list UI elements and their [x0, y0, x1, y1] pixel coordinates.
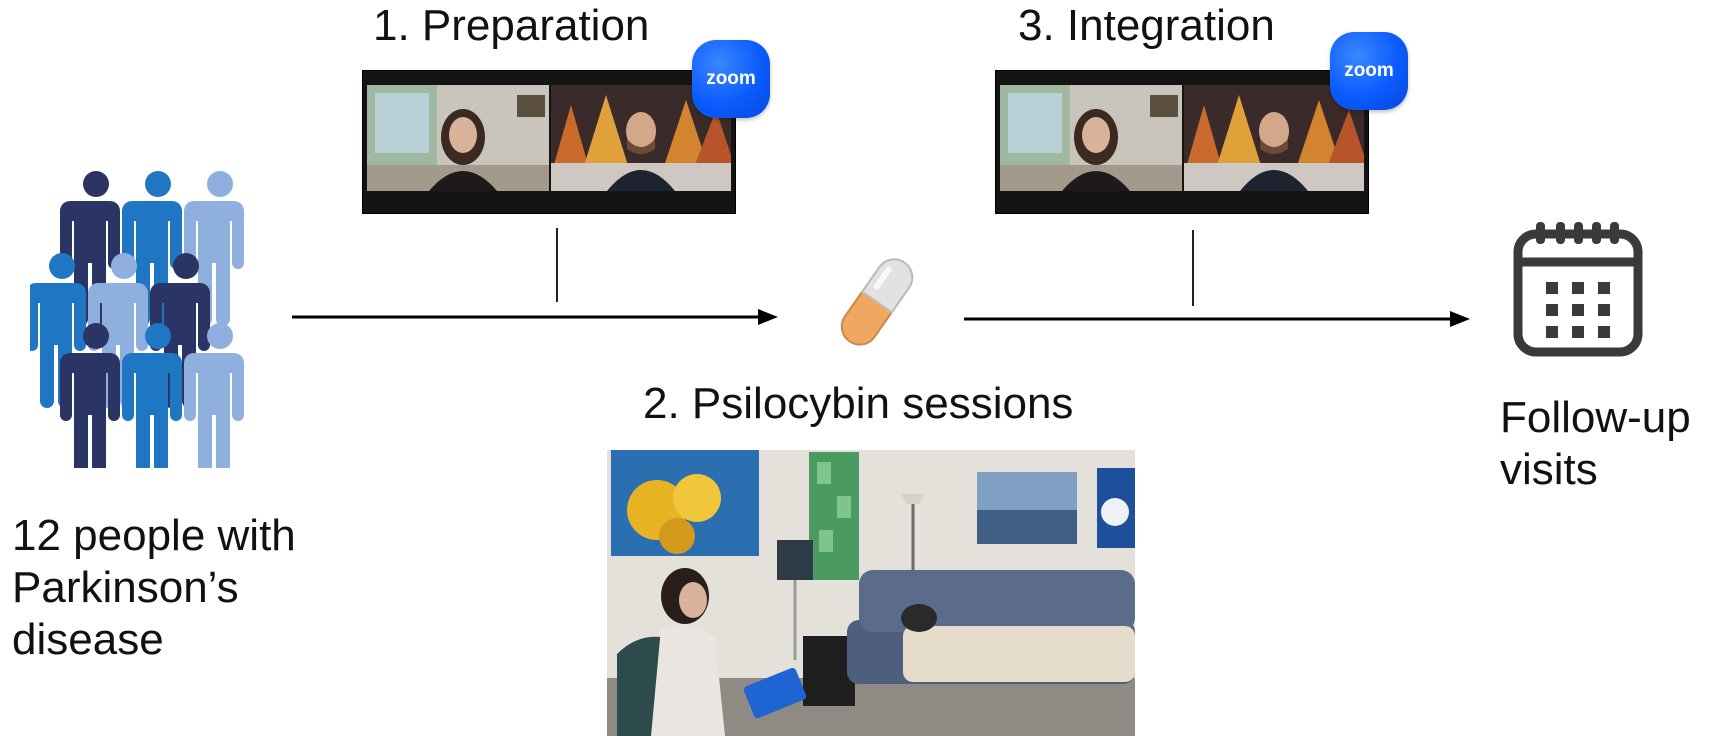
followup-label-line: Follow-up [1500, 393, 1691, 442]
participants-label-line: Parkinson’s [12, 562, 239, 612]
video-tile-participant [1184, 85, 1364, 191]
followup-label: Follow-up visits [1500, 392, 1691, 496]
session-room-photo [607, 450, 1135, 736]
timeline-arrow-2 [964, 311, 1470, 327]
preparation-connector-line [556, 228, 558, 302]
video-tile-clinician [367, 85, 549, 191]
people-group-icon [30, 171, 244, 468]
zoom-logo-icon: zoom [1330, 32, 1408, 110]
capsule-icon [840, 258, 914, 346]
participants-label: 12 people with Parkinson’s disease [12, 510, 296, 666]
zoom-logo-icon: zoom [692, 40, 770, 118]
step-preparation-label: 1. Preparation [373, 1, 650, 50]
followup-label-line: visits [1500, 444, 1598, 494]
timeline-arrow-1 [292, 309, 778, 325]
calendar-icon [1513, 222, 1643, 357]
step-integration-label: 3. Integration [1018, 1, 1275, 50]
step-psilocybin-sessions-label: 2. Psilocybin sessions [643, 379, 1074, 428]
video-tile-clinician [1000, 85, 1182, 191]
integration-connector-line [1192, 230, 1194, 306]
participants-label-line: disease [12, 614, 164, 664]
preparation-video-call-screenshot [362, 70, 736, 214]
participants-label-line: 12 people with [12, 511, 296, 560]
integration-video-call-screenshot [995, 70, 1369, 214]
